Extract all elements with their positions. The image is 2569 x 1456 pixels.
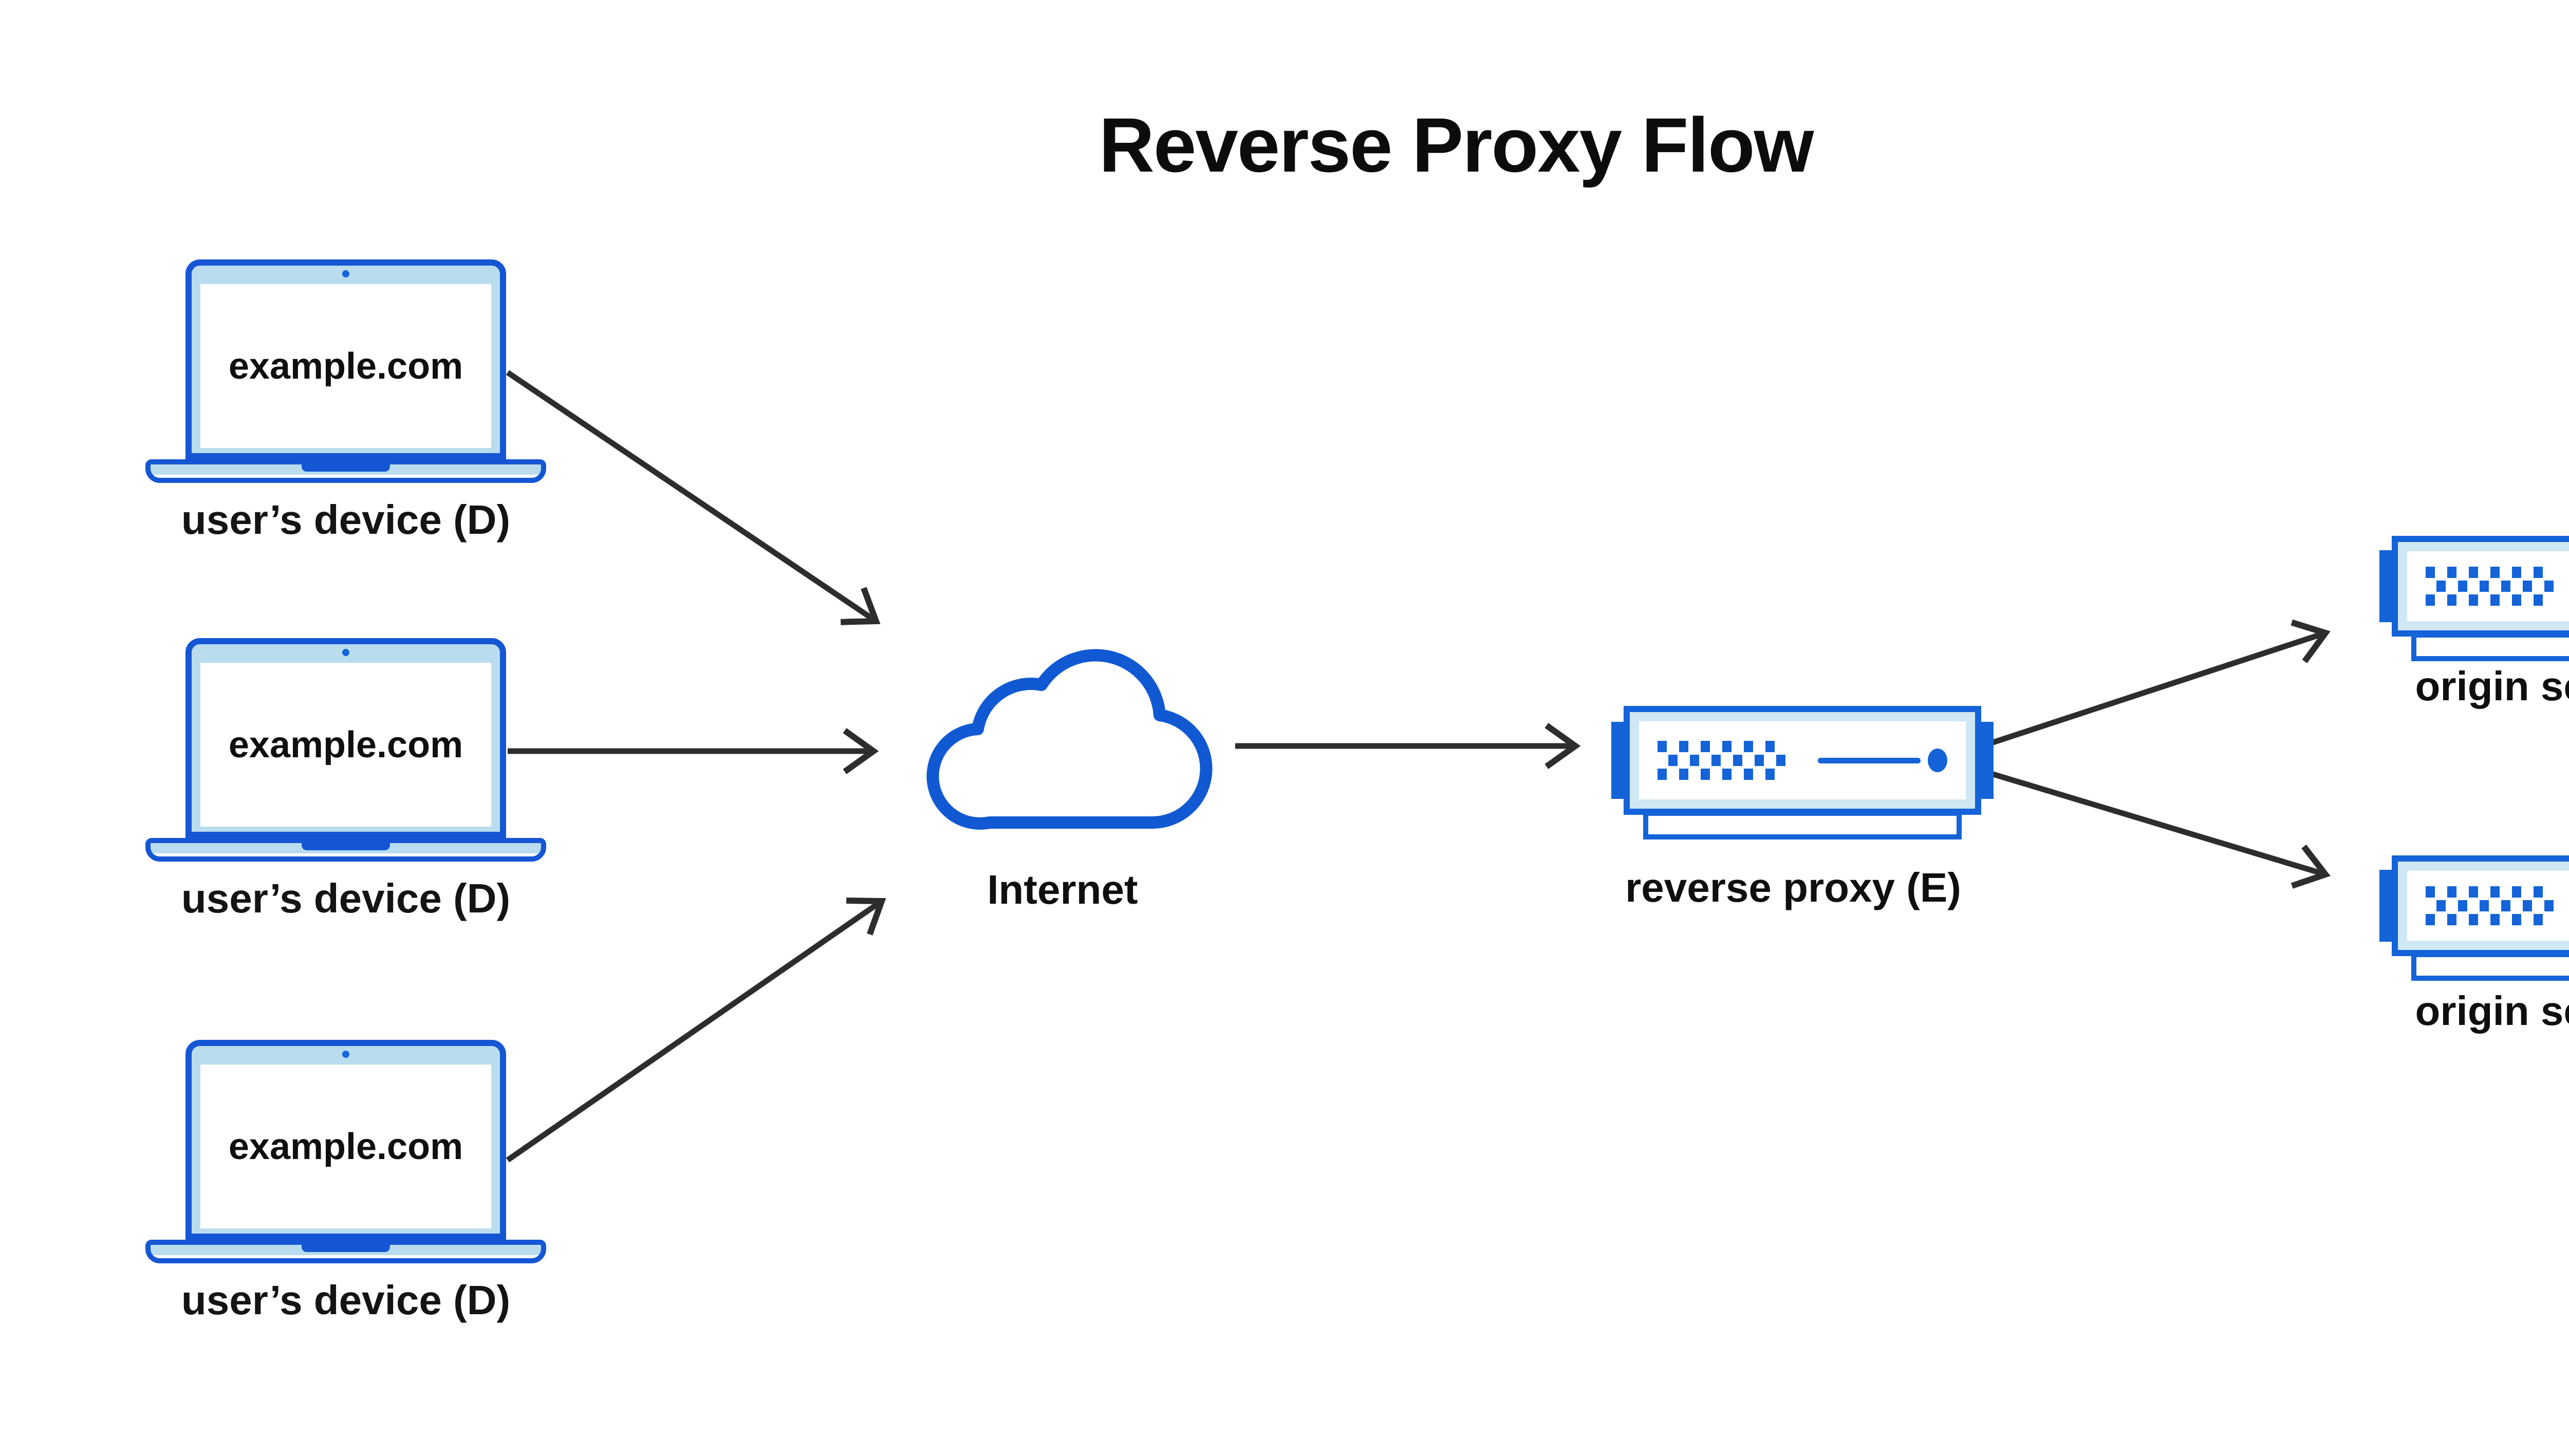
device-url-text: example.com xyxy=(228,1126,463,1167)
arrow-proxy-to-origin2 xyxy=(1990,771,2331,889)
server-vents-icon xyxy=(2426,567,2554,606)
arrow-device3-to-internet xyxy=(506,897,886,1163)
laptop-base-icon xyxy=(145,459,546,483)
internet-cloud-icon xyxy=(926,649,1213,830)
server-base-icon xyxy=(2411,952,2569,981)
user-device-2: example.com user’s device (D) xyxy=(145,638,546,922)
reverse-proxy-node xyxy=(1611,706,1994,839)
server-front-panel xyxy=(2407,871,2569,941)
laptop-screen: example.com xyxy=(200,1065,491,1228)
origin-server-node-1 xyxy=(2379,536,2569,661)
server-body-icon xyxy=(2392,855,2569,956)
server-front-panel xyxy=(1639,721,1966,799)
laptop-lid-icon: example.com xyxy=(185,638,506,838)
laptop-base-icon xyxy=(145,838,546,862)
device-url-text: example.com xyxy=(228,724,463,766)
arrow-proxy-to-origin1 xyxy=(1990,619,2331,746)
user-device-1: example.com user’s device (D) xyxy=(145,259,546,544)
page-title: Reverse Proxy Flow xyxy=(1099,102,1814,188)
user-device-3: example.com user’s device (D) xyxy=(145,1040,546,1324)
server-base-icon xyxy=(2411,632,2569,661)
server-vents-icon xyxy=(2426,886,2554,925)
laptop-notch-icon xyxy=(302,1244,390,1252)
laptop-lid-icon: example.com xyxy=(185,259,506,459)
device-label: user’s device (D) xyxy=(181,1277,511,1323)
server-body-icon xyxy=(2392,536,2569,637)
laptop-base-icon xyxy=(145,1240,546,1263)
server-vents-icon xyxy=(1658,741,1785,780)
camera-dot-icon xyxy=(342,649,349,656)
device-label: user’s device (D) xyxy=(181,497,511,543)
server-slot-line-icon xyxy=(1818,757,1921,763)
camera-dot-icon xyxy=(342,1051,349,1058)
server-front-panel xyxy=(2407,551,2569,621)
origin-server-node-2 xyxy=(2379,855,2569,981)
server-body-icon xyxy=(1624,706,1981,815)
laptop-screen: example.com xyxy=(200,284,491,448)
laptop-lid-icon: example.com xyxy=(185,1040,506,1240)
device-label: user’s device (D) xyxy=(181,875,511,921)
laptop-notch-icon xyxy=(302,843,390,850)
reverse-proxy-label: reverse proxy (E) xyxy=(1625,865,1961,910)
camera-dot-icon xyxy=(342,270,349,277)
laptop-notch-icon xyxy=(302,464,390,472)
laptop-screen: example.com xyxy=(200,663,491,827)
device-url-text: example.com xyxy=(228,345,463,387)
internet-label: Internet xyxy=(987,867,1138,912)
server-led-icon xyxy=(1928,749,1947,772)
origin-server-label-2: origin server (F) xyxy=(2415,988,2569,1034)
arrow-device1-to-internet xyxy=(506,370,881,625)
origin-server-label-1: origin server (F) xyxy=(2415,663,2569,709)
server-base-icon xyxy=(1643,811,1962,839)
